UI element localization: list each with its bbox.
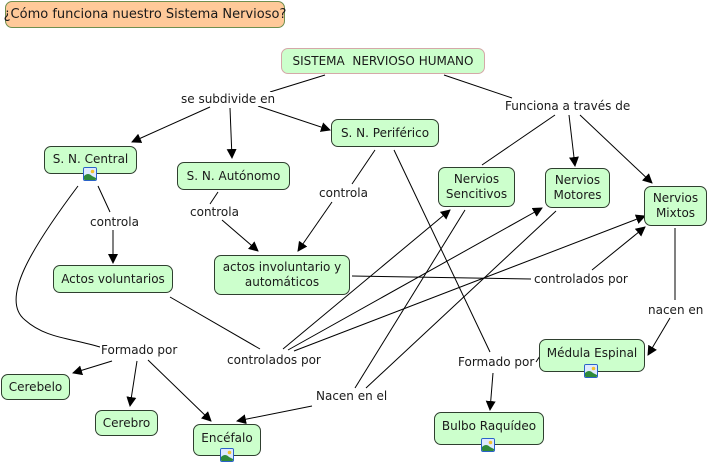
linking-phrase-controla-periferico[interactable]: controla (318, 186, 369, 200)
linking-phrase-formado-por-right[interactable]: Formado por (457, 355, 536, 369)
image-attachment-icon[interactable] (220, 448, 234, 462)
link-controlados-motores (287, 207, 543, 351)
link-root-subdivide (269, 74, 326, 93)
linking-phrase-funciona-a-traves-de[interactable]: Funciona a través de (504, 99, 632, 113)
link-formado-cerebro (126, 360, 138, 407)
concept-label: S. N. Autónomo (186, 168, 281, 183)
link-funciona-motores (568, 114, 579, 167)
concept-sn-central[interactable]: S. N. Central (44, 146, 137, 174)
link-periferico-formado (393, 149, 491, 353)
concept-label-line-1: Nervios (453, 172, 500, 186)
linking-phrase-controla-central[interactable]: controla (89, 215, 140, 229)
link-involuntarios-controlados (351, 275, 532, 280)
concept-nervios-motores[interactable]: Nervios Motores (545, 168, 610, 208)
concept-label: Encéfalo (201, 431, 253, 445)
link-root-funciona (443, 74, 513, 99)
link-formado-encefalo (147, 359, 212, 422)
link-funciona-mixtos (579, 114, 653, 184)
concept-label: S. N. Central (52, 152, 129, 166)
link-controlados-sencitivos (282, 209, 451, 350)
link-subdivide-central (131, 106, 211, 143)
link-formado-bulbo (485, 372, 496, 411)
concept-cerebro[interactable]: Cerebro (95, 410, 158, 436)
image-attachment-icon[interactable] (83, 167, 97, 181)
concept-label-line-2: Mixtos (655, 206, 696, 220)
linking-phrase-nacen-en-el[interactable]: Nacen en el (315, 389, 389, 403)
link-central-controla (97, 185, 111, 213)
link-periferico-controla (351, 149, 376, 185)
link-subdivide-autonomo (226, 107, 237, 159)
image-attachment-icon[interactable] (481, 438, 495, 452)
link-funciona-sencitivos (481, 114, 556, 166)
concept-actos-involuntarios[interactable]: actos involuntario y automáticos (214, 255, 350, 295)
link-autonomo-controla (209, 191, 219, 205)
concept-actos-voluntarios[interactable]: Actos voluntarios (53, 265, 173, 293)
link-controlados-mixtos (591, 226, 646, 271)
concept-label-line-1: actos involuntario y (222, 260, 342, 274)
image-attachment-icon[interactable] (584, 364, 598, 378)
concept-label: Actos voluntarios (61, 271, 165, 286)
link-central-formado (15, 185, 101, 348)
linking-phrase-formado-por-left[interactable]: Formado por (100, 343, 179, 357)
concept-label-line-2: automáticos (244, 275, 320, 289)
focus-question[interactable]: ¿Cómo funciona nuestro Sistema Nervioso? (3, 1, 287, 28)
link-voluntarios-controlados (169, 296, 261, 350)
concept-label-line-1: Nervios (554, 173, 601, 187)
linking-phrase-controlados-por-left[interactable]: controlados por (226, 353, 322, 367)
concept-label: S. N. Periférico (340, 125, 430, 140)
linking-phrase-controlados-por-right[interactable]: controlados por (533, 272, 629, 286)
link-controlados-mixtos-2 (293, 214, 646, 352)
link-nacen-encefalo (236, 405, 313, 425)
link-sencitivos-nacen (354, 209, 466, 389)
link-motores-nacen (365, 210, 557, 389)
concept-label: Cerebelo (8, 379, 63, 394)
concept-nervios-mixtos[interactable]: Nervios Mixtos (644, 186, 707, 226)
link-formado-cerebelo (72, 360, 113, 376)
concept-label: SISTEMA NERVIOSO HUMANO (292, 53, 474, 68)
concept-sn-periferico[interactable]: S. N. Periférico (331, 119, 439, 147)
concept-sn-autonomo[interactable]: S. N. Autónomo (177, 162, 290, 190)
concept-label-line-1: Nervios (652, 191, 699, 205)
concept-label-line-2: Sencitivos (445, 187, 508, 201)
concept-nervios-sencitivos[interactable]: Nervios Sencitivos (438, 167, 515, 207)
link-controla-involuntarios-2 (297, 201, 333, 252)
linking-phrase-nacen-en[interactable]: nacen en (647, 303, 705, 317)
concept-label: Cerebro (102, 415, 151, 430)
concept-sistema-nervioso-humano[interactable]: SISTEMA NERVIOSO HUMANO (281, 48, 485, 74)
link-controla-involuntarios (221, 219, 259, 252)
link-nacen-medula (647, 317, 671, 356)
concept-cerebelo[interactable]: Cerebelo (1, 374, 70, 400)
concept-medula-espinal[interactable]: Médula Espinal (539, 339, 645, 372)
concept-label: Bulbo Raquídeo (441, 419, 537, 433)
focus-question-text: ¿Cómo funciona nuestro Sistema Nervioso? (3, 7, 287, 22)
linking-phrase-controla-autonomo[interactable]: controla (189, 205, 240, 219)
link-subdivide-periferico (257, 105, 331, 132)
concept-label-line-2: Motores (553, 188, 602, 202)
linking-phrase-se-subdivide-en[interactable]: se subdivide en (180, 92, 277, 106)
concept-label: Médula Espinal (546, 346, 638, 360)
